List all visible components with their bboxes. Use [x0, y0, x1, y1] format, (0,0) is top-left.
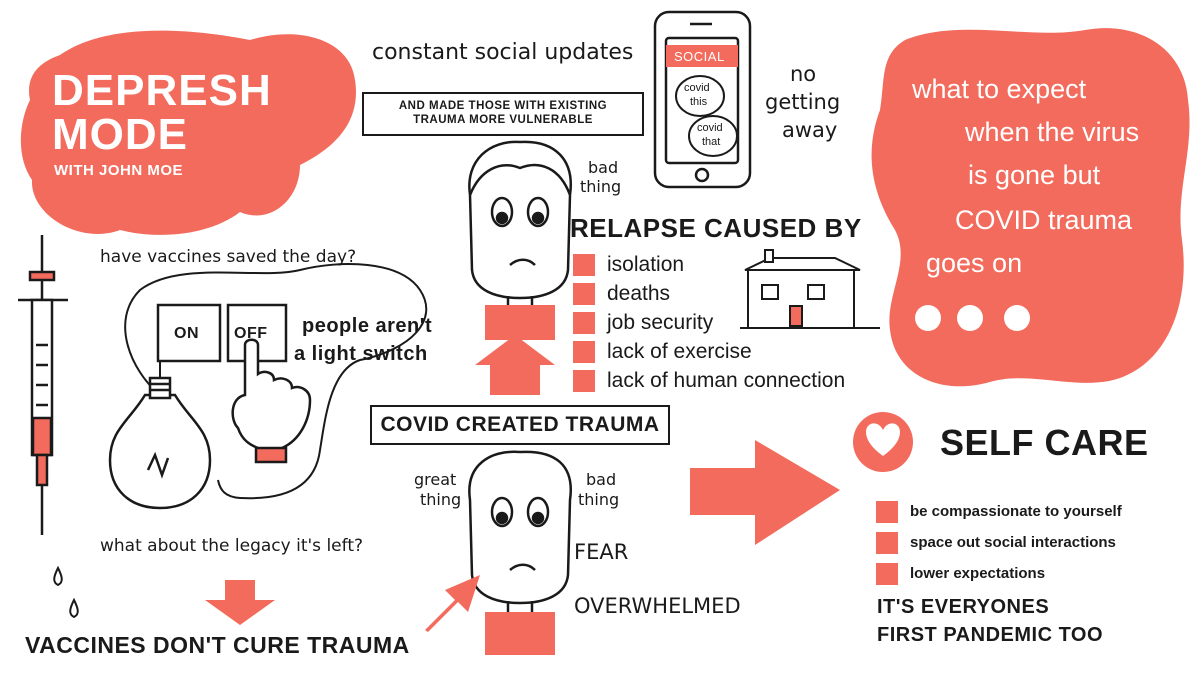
expect-line-3: is gone but — [968, 160, 1101, 190]
phone-bubble-2 — [688, 115, 738, 157]
relapse-item-label: job security — [607, 311, 714, 334]
relapse-item-label: deaths — [607, 282, 671, 305]
light-switch-line-2: a light switch — [294, 343, 428, 365]
bullet-square — [573, 341, 595, 364]
on-switch — [156, 303, 222, 363]
bullet-square — [876, 501, 898, 524]
self-care-item-label: space out social interactions — [910, 534, 1116, 551]
self-care-item: be compassionate to yourself — [876, 496, 1122, 527]
expect-blob — [871, 28, 1190, 387]
great-thing-line-1: great — [414, 470, 457, 489]
self-care-item-label: be compassionate to yourself — [910, 503, 1122, 520]
light-switch-line-1: people aren't — [302, 315, 433, 337]
diagonal-arrow — [425, 575, 480, 632]
ellipsis-dot-1 — [915, 305, 941, 331]
relapse-item: isolation — [573, 250, 845, 279]
self-care-item: space out social interactions — [876, 527, 1122, 558]
great-thing-line-2: thing — [420, 490, 462, 509]
phone-bubble-1 — [675, 75, 725, 117]
up-arrow — [475, 335, 555, 395]
house-illustration — [740, 249, 880, 329]
switch-wire — [124, 263, 428, 500]
phone-bubble-2-line-2: that — [702, 136, 721, 148]
expect-line-2: when the virus — [965, 117, 1140, 147]
closing-line-1: IT'S EVERYONES — [877, 596, 1050, 618]
logo-blob — [20, 30, 356, 235]
relapse-item-label: lack of exercise — [607, 340, 752, 363]
lower-bad-thing-line-2: thing — [578, 490, 620, 509]
trauma-vulnerable-box: AND MADE THOSE WITH EXISTING TRAUMA MORE… — [362, 92, 644, 136]
logo-line-1: DEPRESH — [52, 66, 272, 115]
phone-bubble-1-line-1: covid — [684, 82, 710, 94]
vaccines-dont-cure: VACCINES DON'T CURE TRAUMA — [25, 632, 410, 658]
upper-face-illustration — [468, 140, 573, 305]
relapse-title: RELAPSE CAUSED BY — [570, 213, 862, 243]
no-getting-away-line-2: getting — [765, 90, 841, 114]
expect-line-5: goes on — [926, 248, 1023, 278]
no-getting-away-line-3: away — [782, 118, 838, 142]
ellipsis-dot-2 — [957, 305, 983, 331]
closing-line-2: FIRST PANDEMIC TOO — [877, 624, 1104, 646]
lower-bad-thing-line-1: bad — [586, 470, 617, 489]
bullet-square — [876, 563, 898, 586]
phone-bubble-2-line-1: covid — [697, 122, 723, 134]
lightbulb-illustration — [108, 376, 212, 510]
big-right-arrow — [690, 440, 840, 545]
ellipsis-dot-3 — [1004, 305, 1030, 331]
bullet-square — [573, 370, 595, 393]
bullet-square — [573, 283, 595, 306]
off-switch-label: OFF — [234, 325, 268, 342]
relapse-item: job security — [573, 308, 845, 337]
trauma-box-line-2: TRAUMA MORE VULNERABLE — [413, 114, 593, 126]
bullet-square — [876, 532, 898, 555]
legacy-question: what about the legacy it's left? — [100, 536, 364, 556]
social-updates-text: constant social updates — [372, 40, 634, 65]
vaccines-question: have vaccines saved the day? — [100, 247, 357, 267]
no-getting-away-line-1: no — [790, 62, 817, 86]
self-care-list: be compassionate to yourself space out s… — [876, 496, 1122, 589]
fear-text: FEAR — [574, 540, 629, 564]
bullet-square — [573, 312, 595, 335]
logo-line-2: MODE — [52, 110, 188, 159]
overwhelmed-text: OVERWHELMED — [574, 594, 741, 618]
heart-icon — [866, 423, 900, 456]
relapse-item: lack of human connection — [573, 366, 845, 395]
self-care-item-label: lower expectations — [910, 565, 1046, 582]
self-care-item: lower expectations — [876, 558, 1122, 589]
expect-line-4: COVID trauma — [955, 205, 1133, 235]
on-switch-label: ON — [174, 325, 199, 342]
phone-bubble-1-line-2: this — [690, 96, 708, 108]
lower-shirt — [485, 612, 555, 655]
upper-shirt — [485, 305, 555, 340]
relapse-item: lack of exercise — [573, 337, 845, 366]
upper-bad-thing-line-1: bad — [588, 158, 619, 177]
down-arrow — [205, 580, 275, 625]
drop-1 — [53, 565, 63, 587]
trauma-box-line-1: AND MADE THOSE WITH EXISTING — [398, 100, 608, 112]
phone-header-text: SOCIAL — [674, 49, 725, 64]
hand-illustration — [231, 338, 312, 464]
upper-bad-thing-line-2: thing — [580, 177, 622, 196]
covid-created-trauma-box: COVID CREATED TRAUMA — [370, 405, 670, 445]
self-care-title: SELF CARE — [940, 422, 1149, 463]
relapse-list: isolation deaths job security lack of ex… — [573, 250, 845, 395]
syringe-illustration — [18, 235, 68, 535]
lower-face-illustration — [468, 450, 573, 612]
relapse-item-label: isolation — [607, 253, 685, 276]
expect-line-1: what to expect — [912, 74, 1087, 104]
bullet-square — [573, 254, 595, 277]
logo-subtitle: WITH JOHN MOE — [54, 162, 183, 179]
drop-2 — [69, 597, 79, 619]
relapse-item-label: lack of human connection — [607, 369, 846, 392]
phone-header-bar — [666, 45, 738, 67]
relapse-item: deaths — [573, 279, 845, 308]
